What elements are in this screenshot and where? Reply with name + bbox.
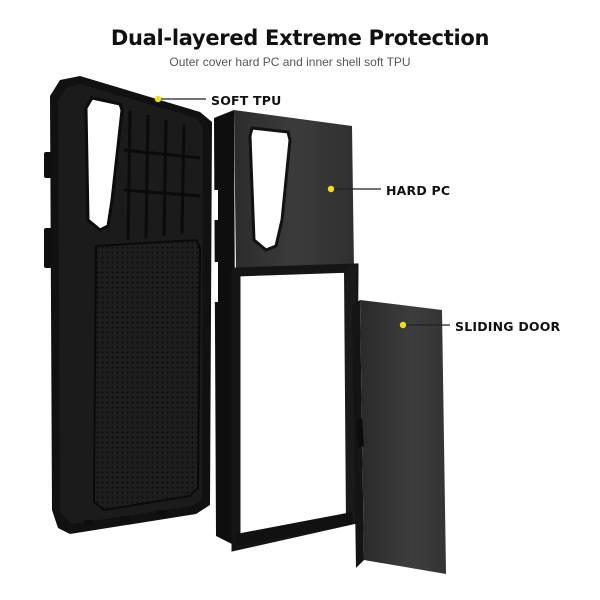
soft-tpu-shell	[44, 76, 212, 534]
hard-pc-label: HARD PC	[386, 183, 451, 198]
callout-sliding-door	[399, 321, 450, 329]
page-title: Dual-layered Extreme Protection	[110, 26, 490, 50]
sliding-door-label: SLIDING DOOR	[455, 319, 561, 334]
callout-soft-tpu	[154, 95, 206, 103]
soft-tpu-label: SOFT TPU	[211, 93, 282, 108]
sliding-door	[352, 300, 446, 574]
page-subtitle: Outer cover hard PC and inner shell soft…	[169, 55, 411, 69]
callout-hard-pc	[327, 185, 381, 193]
hard-pc-frame	[212, 110, 359, 552]
